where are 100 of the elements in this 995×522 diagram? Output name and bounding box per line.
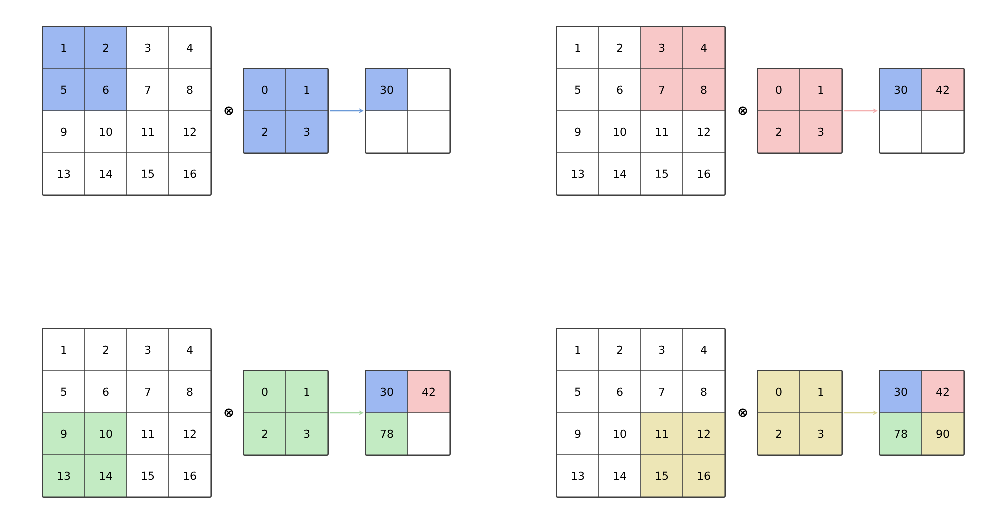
matrix-cell: 1 bbox=[556, 26, 600, 70]
convolution-symbol: ⊗ bbox=[738, 106, 748, 116]
matrix-cell bbox=[366, 110, 408, 154]
matrix-cell: 9 bbox=[42, 412, 86, 456]
matrix-cell: 2 bbox=[758, 412, 800, 456]
matrix-cell: 1 bbox=[42, 328, 86, 372]
matrix-cell: 15 bbox=[640, 454, 684, 498]
matrix-cell: 15 bbox=[126, 454, 170, 498]
matrix-cell: 8 bbox=[682, 370, 726, 414]
matrix-cell: 3 bbox=[800, 110, 842, 154]
matrix-cell: 1 bbox=[286, 68, 328, 112]
matrix-cell: 16 bbox=[682, 152, 726, 196]
matrix-cell: 30 bbox=[366, 370, 408, 414]
matrix-cell: 5 bbox=[556, 68, 600, 112]
matrix-cell: 8 bbox=[682, 68, 726, 112]
matrix-cell: 8 bbox=[168, 370, 212, 414]
matrix-cell: 2 bbox=[84, 26, 128, 70]
matrix-cell: 12 bbox=[682, 110, 726, 154]
matrix-cell: 16 bbox=[168, 152, 212, 196]
matrix-cell bbox=[922, 110, 964, 154]
matrix-cell: 3 bbox=[126, 328, 170, 372]
matrix-cell: 2 bbox=[598, 26, 642, 70]
convolution-symbol: ⊗ bbox=[224, 106, 234, 116]
matrix-cell: 1 bbox=[42, 26, 86, 70]
matrix-cell: 8 bbox=[168, 68, 212, 112]
matrix-cell: 14 bbox=[84, 454, 128, 498]
matrix-cell bbox=[880, 110, 922, 154]
matrix-cell: 90 bbox=[922, 412, 964, 456]
matrix-cell: 0 bbox=[244, 370, 286, 414]
matrix-cell: 10 bbox=[84, 110, 128, 154]
matrix-cell: 11 bbox=[126, 110, 170, 154]
matrix-cell: 42 bbox=[922, 370, 964, 414]
matrix-cell: 3 bbox=[126, 26, 170, 70]
matrix-cell: 78 bbox=[366, 412, 408, 456]
matrix-cell bbox=[408, 110, 450, 154]
matrix-cell: 9 bbox=[556, 412, 600, 456]
matrix-cell: 2 bbox=[598, 328, 642, 372]
matrix-cell: 10 bbox=[598, 412, 642, 456]
matrix-cell: 6 bbox=[598, 370, 642, 414]
matrix-cell: 13 bbox=[556, 454, 600, 498]
matrix-cell: 1 bbox=[800, 370, 842, 414]
matrix-cell: 10 bbox=[84, 412, 128, 456]
matrix-cell: 2 bbox=[758, 110, 800, 154]
matrix-cell: 5 bbox=[556, 370, 600, 414]
matrix-cell: 11 bbox=[640, 412, 684, 456]
matrix-cell: 5 bbox=[42, 370, 86, 414]
matrix-cell: 12 bbox=[168, 110, 212, 154]
matrix-cell bbox=[408, 68, 450, 112]
matrix-cell: 4 bbox=[168, 328, 212, 372]
matrix-cell: 13 bbox=[42, 454, 86, 498]
matrix-cell: 0 bbox=[758, 68, 800, 112]
matrix-cell: 14 bbox=[84, 152, 128, 196]
matrix-cell: 7 bbox=[126, 370, 170, 414]
matrix-cell: 9 bbox=[556, 110, 600, 154]
matrix-cell: 3 bbox=[640, 328, 684, 372]
matrix-cell: 3 bbox=[800, 412, 842, 456]
matrix-cell: 12 bbox=[168, 412, 212, 456]
matrix-cell: 2 bbox=[84, 328, 128, 372]
matrix-cell: 0 bbox=[244, 68, 286, 112]
matrix-cell: 10 bbox=[598, 110, 642, 154]
matrix-cell: 78 bbox=[880, 412, 922, 456]
matrix-cell: 2 bbox=[244, 412, 286, 456]
matrix-cell: 13 bbox=[556, 152, 600, 196]
matrix-cell: 9 bbox=[42, 110, 86, 154]
matrix-cell: 15 bbox=[640, 152, 684, 196]
matrix-cell: 3 bbox=[286, 412, 328, 456]
matrix-cell: 3 bbox=[286, 110, 328, 154]
matrix-cell: 42 bbox=[922, 68, 964, 112]
matrix-cell: 14 bbox=[598, 152, 642, 196]
matrix-cell: 14 bbox=[598, 454, 642, 498]
matrix-cell: 3 bbox=[640, 26, 684, 70]
matrix-cell: 7 bbox=[640, 68, 684, 112]
matrix-cell: 1 bbox=[800, 68, 842, 112]
matrix-cell: 7 bbox=[126, 68, 170, 112]
matrix-cell: 6 bbox=[598, 68, 642, 112]
matrix-cell: 11 bbox=[640, 110, 684, 154]
matrix-cell: 30 bbox=[880, 68, 922, 112]
matrix-cell: 30 bbox=[366, 68, 408, 112]
matrix-cell: 6 bbox=[84, 68, 128, 112]
matrix-cell: 2 bbox=[244, 110, 286, 154]
matrix-cell: 7 bbox=[640, 370, 684, 414]
matrix-cell: 1 bbox=[556, 328, 600, 372]
matrix-cell: 11 bbox=[126, 412, 170, 456]
matrix-cell: 30 bbox=[880, 370, 922, 414]
matrix-cell: 5 bbox=[42, 68, 86, 112]
matrix-cell: 15 bbox=[126, 152, 170, 196]
convolution-symbol: ⊗ bbox=[224, 408, 234, 418]
matrix-cell: 16 bbox=[168, 454, 212, 498]
matrix-cell: 4 bbox=[682, 26, 726, 70]
matrix-cell bbox=[408, 412, 450, 456]
matrix-cell: 12 bbox=[682, 412, 726, 456]
matrix-cell: 42 bbox=[408, 370, 450, 414]
matrix-cell: 13 bbox=[42, 152, 86, 196]
matrix-cell: 4 bbox=[168, 26, 212, 70]
matrix-cell: 1 bbox=[286, 370, 328, 414]
convolution-symbol: ⊗ bbox=[738, 408, 748, 418]
matrix-cell: 6 bbox=[84, 370, 128, 414]
matrix-cell: 16 bbox=[682, 454, 726, 498]
matrix-cell: 4 bbox=[682, 328, 726, 372]
matrix-cell: 0 bbox=[758, 370, 800, 414]
